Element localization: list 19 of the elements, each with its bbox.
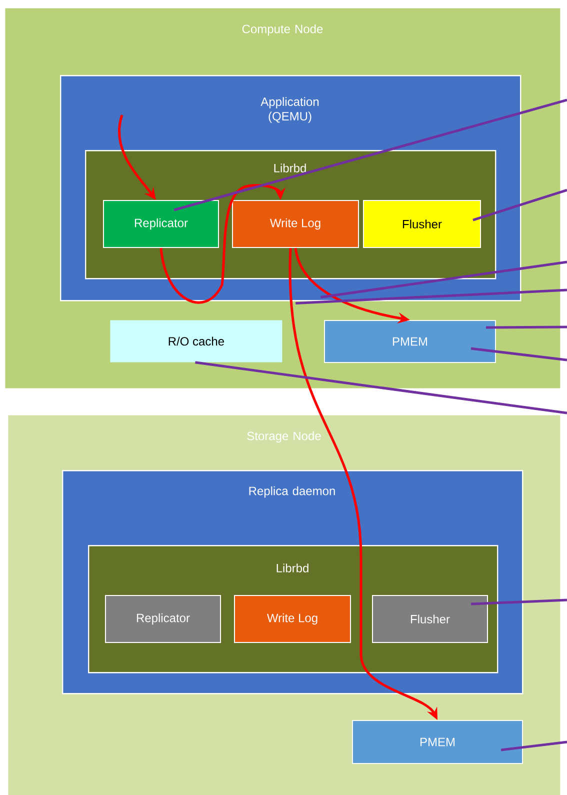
component-box: Flusher [372,595,488,643]
component-box: Write Log [234,595,351,643]
leader-line [500,740,567,752]
memory-box: PMEM [352,720,523,764]
leader-line [470,598,567,606]
leader-line [195,361,567,414]
leader-line [174,98,567,212]
component-box: Flusher [363,200,481,248]
component-box: Replicator [105,595,221,643]
leader-line [486,326,567,329]
leader-line [470,347,567,362]
arrow [160,184,286,304]
memory-box: PMEM [324,320,496,363]
leader-line [320,260,567,298]
cache-box: R/O cache [110,320,282,362]
component-box: Replicator [103,200,219,248]
leader-line [296,288,567,304]
leader-line [472,188,567,222]
component-box: Write Log [232,200,359,248]
